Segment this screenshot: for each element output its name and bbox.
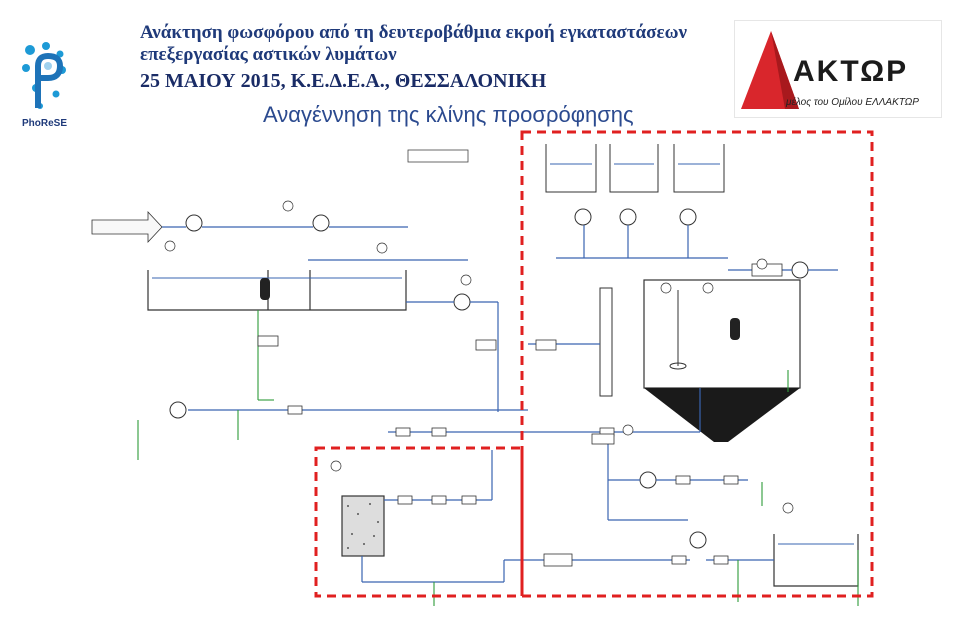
dosing-tanks xyxy=(545,144,725,193)
instruments xyxy=(164,200,794,514)
regeneration-highlight-frames xyxy=(314,130,874,598)
adsorption-bed xyxy=(341,495,385,557)
slide-title-line-2: επεξεργασίας αστικών λυμάτων xyxy=(140,44,397,65)
mixer-icon xyxy=(260,278,270,300)
slide-date-location: 25 ΜΑΙΟΥ 2015, Κ.Ε.Δ.Ε.Α., ΘΕΣΣΑΛΟΝΙΚΗ xyxy=(140,70,547,92)
aktor-triangle-icon xyxy=(741,31,799,109)
process-flow-diagram xyxy=(88,130,960,635)
aktor-logo xyxy=(734,20,942,118)
pumps xyxy=(169,208,809,549)
slide-header: Ανάκτηση φωσφόρου από τη δευτεροβάθμια ε… xyxy=(0,0,960,130)
phorese-logo xyxy=(22,42,66,109)
phorese-logo-label: PhoReSE xyxy=(22,118,68,129)
legend-box xyxy=(407,149,469,163)
level-column xyxy=(599,287,613,397)
valves xyxy=(257,263,783,567)
inlet-arrow xyxy=(91,210,163,244)
adsorbent-reactor xyxy=(643,279,801,442)
slide-title-line-1: Ανάκτηση φωσφόρου από τη δευτεροβάθμια ε… xyxy=(140,22,687,43)
blue-pipes xyxy=(162,225,838,583)
aktor-tagline: μέλος του Ομίλου ΕΛΛΑΚΤΩΡ xyxy=(786,97,919,108)
aktor-brand: ΑΚΤΩΡ xyxy=(793,55,909,88)
slide-subtitle: Αναγέννηση της κλίνης προσρόφησης xyxy=(263,102,634,127)
